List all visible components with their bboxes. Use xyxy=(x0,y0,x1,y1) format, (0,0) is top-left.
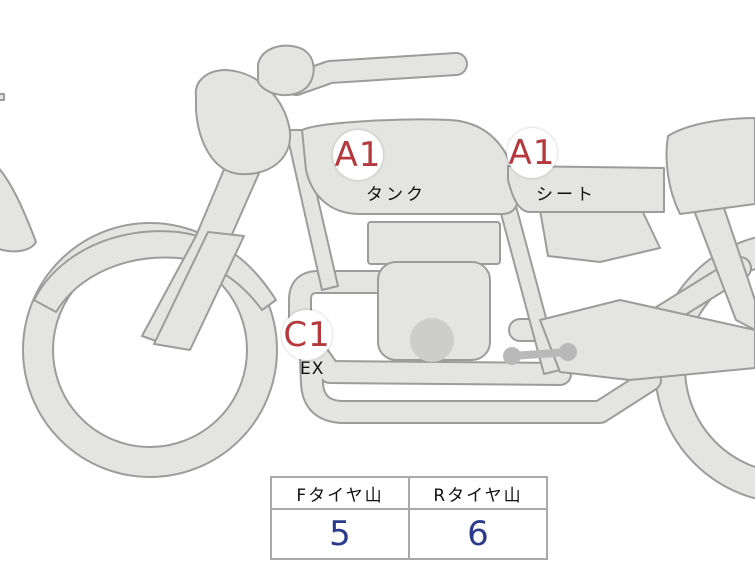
marker-tank-code: A1 xyxy=(333,130,383,180)
front-tire-tread-header: Fタイヤ山 xyxy=(270,476,410,510)
rear-cowl xyxy=(665,117,755,215)
left-edge-fragment xyxy=(0,168,37,253)
front-tire-tread-value: 5 xyxy=(270,508,410,560)
engine xyxy=(367,221,501,362)
headlight xyxy=(194,69,292,176)
side-cover xyxy=(539,205,661,263)
tire-tread-table: Fタイヤ山 Rタイヤ山 5 6 xyxy=(270,476,548,560)
fork-lower xyxy=(153,231,245,351)
rear-tire-tread-value: 6 xyxy=(408,508,548,560)
marker-exhaust-label: EX xyxy=(300,359,325,379)
handlebar xyxy=(257,44,468,97)
left-edge-dash xyxy=(0,93,5,101)
foot-peg xyxy=(503,343,577,365)
swingarm xyxy=(539,299,755,381)
rear-tire-tread-header: Rタイヤ山 xyxy=(408,476,548,510)
marker-seat-code: A1 xyxy=(507,128,557,178)
marker-exhaust-code: C1 xyxy=(282,310,332,360)
tire-table-header-row: Fタイヤ山 Rタイヤ山 xyxy=(270,476,548,510)
marker-seat-label: シート xyxy=(536,185,596,205)
seat xyxy=(507,165,665,213)
marker-tank-label: タンク xyxy=(366,185,426,205)
tire-table-value-row: 5 6 xyxy=(270,508,548,560)
frame-rail-down xyxy=(285,129,339,291)
